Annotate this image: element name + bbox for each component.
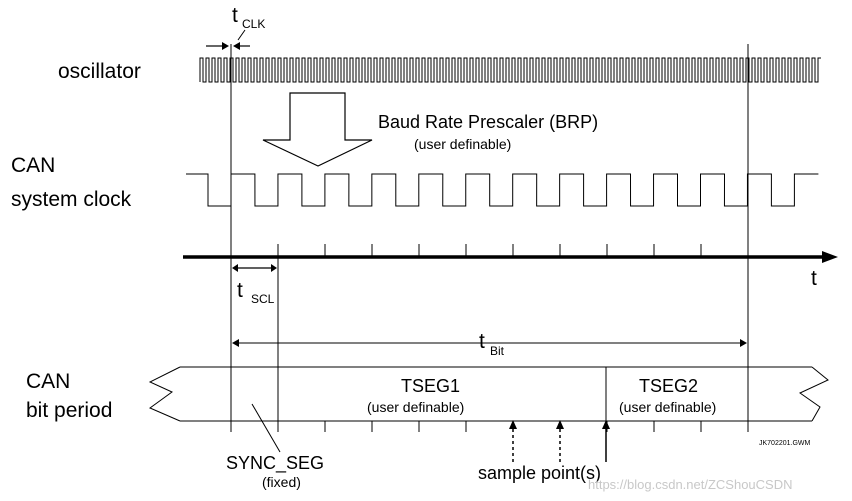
bit-period-ticks bbox=[230, 421, 749, 432]
t-clk-arrows bbox=[206, 29, 250, 50]
t-bit-subscript: Bit bbox=[490, 344, 505, 358]
can-bit-period-label-line1: CAN bbox=[26, 370, 71, 393]
sync-seg-label: SYNC_SEG bbox=[226, 453, 325, 473]
t-scl-label: t bbox=[237, 279, 243, 302]
watermark: https://blog.csdn.net/ZCShouCSDN bbox=[588, 477, 793, 492]
oscillator-label: oscillator bbox=[58, 60, 141, 83]
prescaler-arrow bbox=[262, 92, 373, 167]
can-bit-period-label-line2: bit period bbox=[26, 399, 113, 422]
time-axis-ticks bbox=[230, 244, 749, 257]
tseg2-note: (user definable) bbox=[619, 399, 717, 415]
oscillator-waveform bbox=[199, 57, 821, 83]
sync-seg-pointer bbox=[251, 403, 281, 453]
t-scl-arrow bbox=[232, 264, 277, 272]
sample-point-dashed-1 bbox=[509, 420, 517, 462]
sample-point-solid bbox=[602, 420, 610, 462]
sample-points-label: sample point(s) bbox=[478, 463, 602, 483]
figure-code: JK702201.GWM bbox=[759, 440, 811, 447]
t-clk-label: t bbox=[232, 4, 238, 27]
sample-point-dashed-2 bbox=[556, 420, 564, 462]
bit-period-box bbox=[148, 366, 829, 422]
sync-seg-note: (fixed) bbox=[262, 474, 301, 490]
tseg1-label: TSEG1 bbox=[401, 376, 461, 396]
can-system-clock-label-line2: system clock bbox=[11, 188, 132, 211]
tseg1-note: (user definable) bbox=[367, 399, 465, 415]
t-bit-label: t bbox=[479, 330, 485, 353]
tseg2-label: TSEG2 bbox=[639, 376, 699, 396]
brp-title: Baud Rate Prescaler (BRP) bbox=[378, 112, 599, 132]
time-axis-label: t bbox=[811, 267, 817, 290]
system-clock-waveform bbox=[186, 173, 819, 207]
can-system-clock-label-line1: CAN bbox=[11, 154, 56, 177]
t-clk-subscript: CLK bbox=[242, 17, 266, 31]
brp-note: (user definable) bbox=[414, 136, 512, 152]
t-scl-subscript: SCL bbox=[251, 292, 275, 306]
t-bit-arrow bbox=[232, 339, 747, 347]
time-axis bbox=[183, 251, 838, 263]
